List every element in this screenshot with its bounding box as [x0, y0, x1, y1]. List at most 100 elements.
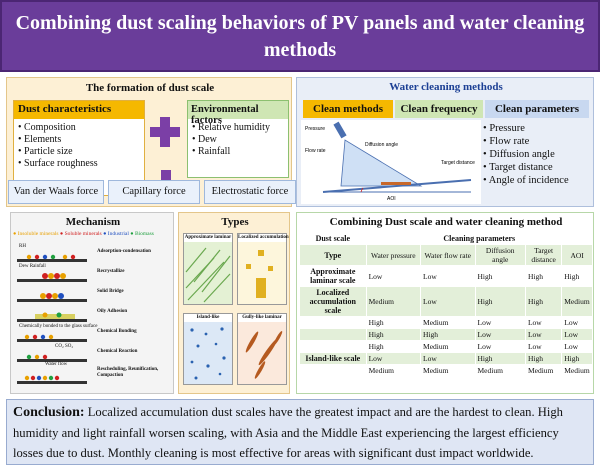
tab-clean-methods: Clean methods: [303, 100, 393, 118]
mechanism-sub: RH: [19, 244, 26, 249]
table-cell: Medium: [365, 364, 422, 377]
table-header: Cleaning parameters: [365, 232, 594, 245]
table-row: Island-like scale Low Low High High High: [299, 352, 593, 365]
table-cell: Medium: [420, 364, 476, 377]
table-header: Target distance: [524, 244, 563, 266]
mechanism-row: CO₂ SO₂ Chemical Reaction: [15, 344, 171, 362]
type-caption: Gully-like laminar: [238, 314, 286, 322]
list-item: Angle of incidence: [483, 174, 593, 187]
mechanism-row: Dew Rainfall Recrystallize: [15, 264, 171, 282]
dust-characteristics-list: Composition Elements Particle size Surfa…: [14, 119, 144, 173]
table-cell: Low: [474, 340, 526, 353]
tab-clean-frequency: Clean frequency: [395, 100, 483, 118]
water-cleaning-title: Water cleaning methods: [389, 81, 503, 93]
water-cleaning-diagram: Pressure Flow rate Diffusion angle Targe…: [301, 120, 481, 204]
table-cell: High: [474, 265, 526, 287]
combining-title: Combining Dust scale and water cleaning …: [329, 216, 563, 228]
table-cell: High: [365, 316, 422, 329]
table-cell: High: [365, 328, 422, 341]
mechanism-label: Recrystallize: [97, 269, 125, 274]
row-type: Island-like scale: [299, 352, 367, 365]
table-cell: Low: [524, 328, 563, 341]
dust-characteristics-header: Dust characteristics: [14, 101, 144, 119]
mechanism-label: Adsorption-condensation: [97, 249, 151, 254]
row-type: Localized accumulation scale: [299, 286, 367, 317]
label-diffusion-angle: Diffusion angle: [365, 142, 398, 148]
environmental-factors-box: Environmental factors Relative humidity …: [187, 100, 289, 178]
list-item: Diffusion angle: [483, 148, 593, 161]
formation-panel: The formation of dust scale Dust charact…: [6, 77, 292, 207]
table-row: High Medium Low Low Low: [299, 316, 593, 329]
table-cell: Low: [561, 328, 593, 341]
table-cell: Medium: [420, 316, 476, 329]
row-type: [299, 340, 367, 353]
row-type: Approximate laminar scale: [299, 265, 367, 287]
legend-industrial: Industrial: [107, 231, 129, 237]
environmental-factors-list: Relative humidity Dew Rainfall: [188, 119, 288, 161]
environmental-factors-header: Environmental factors: [188, 101, 288, 126]
mechanism-sub: Water flow: [45, 362, 68, 367]
mechanism-label: Oily Adhesion: [97, 309, 128, 314]
mechanism-label: Solid Bridge: [97, 289, 124, 294]
table-row: High Medium Low Low Low: [299, 340, 593, 353]
table-cell: High: [524, 352, 563, 365]
label-flow-rate: Flow rate: [305, 148, 326, 154]
row-type: [299, 316, 367, 329]
table-cell: Medium: [561, 286, 593, 317]
mechanism-label: Chemical Bonding: [97, 329, 137, 334]
table-cell: Medium: [474, 364, 526, 377]
list-item: Particle size: [18, 146, 140, 158]
table-row: Approximate laminar scale Low Low High H…: [299, 265, 593, 287]
table-cell: High: [474, 352, 526, 365]
types-title: Types: [221, 216, 249, 228]
type-localized-accumulation: Localized accumulation: [237, 233, 289, 305]
clean-parameters-list: Pressure Flow rate Diffusion angle Targe…: [483, 122, 593, 187]
particles-icon: [17, 312, 87, 322]
table-cell: Medium: [420, 340, 476, 353]
table-cell: High: [561, 352, 593, 365]
list-item: Rainfall: [192, 146, 284, 158]
table-cell: High: [365, 340, 422, 353]
combining-table: Dust scale Cleaning parameters Type Wate…: [299, 232, 594, 377]
table-cell: Low: [561, 316, 593, 329]
mechanism-title: Mechanism: [65, 216, 121, 228]
table-header: Water pressure: [365, 244, 422, 266]
label-pressure: Pressure: [305, 126, 325, 132]
spray-cone: [340, 139, 423, 187]
table-cell: High: [420, 328, 476, 341]
mechanism-sub: Chemically bonded to the glass surface: [19, 324, 98, 329]
particles-icon: [17, 293, 87, 302]
particles-icon: [17, 273, 87, 282]
table-cell: High: [524, 265, 563, 287]
table-cell: Low: [420, 286, 476, 317]
list-item: Elements: [18, 134, 140, 146]
page-title: Combining dust scaling behaviors of PV p…: [0, 0, 600, 72]
island-pattern-icon: [190, 327, 226, 380]
list-item: Flow rate: [483, 135, 593, 148]
table-cell: Low: [365, 265, 422, 287]
type-gully-like-laminar: Gully-like laminar: [237, 313, 287, 385]
force-capillary: Capillary force: [108, 180, 200, 204]
conclusion-lead: Conclusion:: [13, 405, 85, 420]
legend-insoluble: Insoluble minerals: [17, 231, 59, 237]
force-electrostatic: Electrostatic force: [204, 180, 296, 204]
label-target-distance: Target distance: [441, 160, 475, 166]
mechanism-panel: Mechanism ● Insoluble minerals ● Soluble…: [10, 212, 174, 394]
type-caption: Approximate laminar: [184, 234, 232, 242]
list-item: Composition: [18, 122, 140, 134]
water-cleaning-panel: Water cleaning methods Clean methods Cle…: [296, 77, 594, 207]
list-item: Target distance: [483, 161, 593, 174]
particles-icon: [17, 375, 87, 384]
pv-panel: [322, 179, 472, 193]
combining-panel: Combining Dust scale and water cleaning …: [296, 212, 594, 394]
dust-layer: [381, 182, 411, 185]
table-cell: Low: [420, 265, 476, 287]
plus-icon: [150, 117, 180, 147]
laminar-pattern-icon: [185, 247, 231, 303]
table-cell: Low: [524, 340, 563, 353]
table-header: AOI: [561, 244, 593, 266]
mechanism-row: Water flow Rescheduling, Reunification, …: [15, 362, 171, 384]
table-header: Diffusion angle: [474, 244, 526, 266]
type-caption: Island-like: [184, 314, 232, 322]
table-cell: High: [524, 286, 563, 317]
